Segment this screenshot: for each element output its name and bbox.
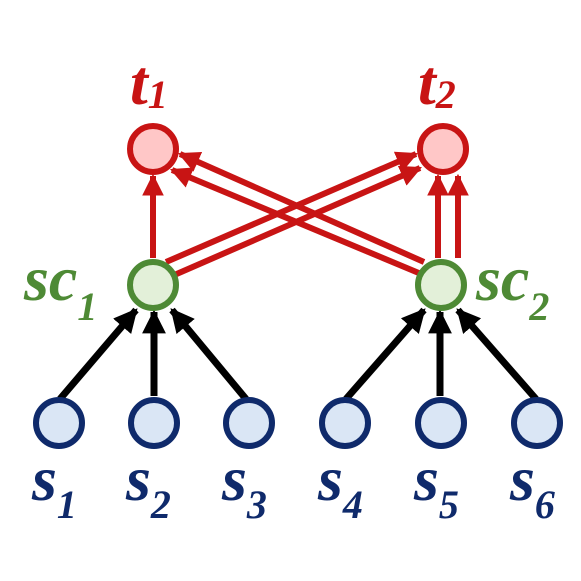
node-sc1: [127, 259, 179, 311]
target-edges: [142, 151, 469, 279]
edge-s4-sc2: [343, 307, 427, 402]
label-s6: s6: [509, 443, 555, 527]
edge-sc2-t1-a: [178, 151, 426, 265]
label-t1: t1: [130, 47, 168, 118]
node-s4: [319, 397, 371, 449]
edge-s3-sc1: [169, 307, 249, 402]
node-s5: [415, 397, 467, 449]
label-sc1: sc1: [23, 243, 97, 329]
edge-sc2-t1-b: [170, 167, 428, 279]
label-s3: s3: [221, 443, 267, 527]
node-t1: [127, 123, 179, 175]
edge-sc1-t2-a: [164, 151, 418, 265]
label-s1: s1: [31, 443, 77, 527]
node-s2: [128, 397, 180, 449]
node-s6: [511, 397, 563, 449]
edge-s6-sc2: [455, 307, 539, 402]
source-edges: [57, 307, 539, 402]
label-s4: s4: [317, 443, 363, 527]
node-sc2: [415, 259, 467, 311]
label-t2: t2: [418, 47, 456, 118]
node-s1: [33, 397, 85, 449]
label-s5: s5: [413, 443, 459, 527]
edge-s1-sc1: [57, 307, 139, 402]
label-sc2: sc2: [475, 243, 549, 329]
label-s2: s2: [125, 443, 171, 527]
node-s3: [223, 397, 275, 449]
node-t2: [417, 123, 469, 175]
